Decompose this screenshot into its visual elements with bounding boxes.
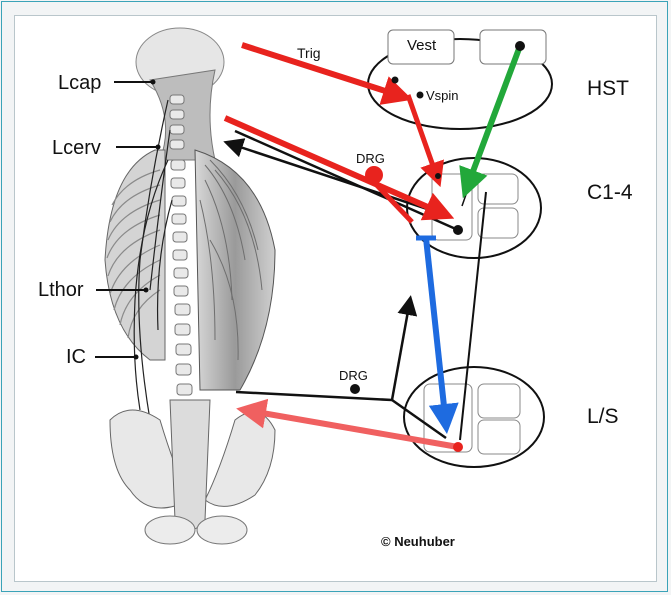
ls-node	[453, 442, 463, 452]
label-hst: HST	[587, 77, 629, 100]
c14-small-node	[435, 173, 441, 179]
label-lcerv: Lcerv	[52, 137, 101, 159]
label-ic: IC	[66, 346, 86, 368]
black-efferent-lcerv	[228, 143, 430, 210]
red-vspin-path	[408, 95, 438, 180]
c14-node	[453, 225, 463, 235]
drg-lower-node	[350, 384, 360, 394]
label-c14: C1-4	[587, 181, 633, 204]
dot-lcerv	[156, 145, 161, 150]
label-trig: Trig	[297, 45, 321, 61]
black-afferent-lower	[236, 392, 392, 400]
label-vspin: Vspin	[426, 88, 459, 103]
vspin-node	[417, 92, 424, 99]
ls-box-bottom	[478, 420, 520, 454]
dot-ic	[134, 355, 139, 360]
drg-upper-node	[365, 166, 383, 184]
label-drg-upper: DRG	[356, 151, 385, 166]
anatomy-illustration	[105, 28, 275, 544]
label-lthor: Lthor	[38, 279, 84, 301]
green-vestibulospinal-path	[466, 46, 520, 190]
label-drg-lower: DRG	[339, 368, 368, 383]
label-lcap: Lcap	[58, 72, 101, 94]
trig-node	[392, 77, 399, 84]
black-ascending-branch	[392, 300, 410, 400]
dot-lcap	[151, 80, 156, 85]
ls-box-top	[478, 384, 520, 418]
c14-box-top	[478, 174, 518, 204]
vest-node	[515, 41, 525, 51]
label-vest: Vest	[407, 37, 437, 54]
dot-lthor	[144, 288, 149, 293]
red-trig-path	[242, 45, 404, 97]
copyright-text: © Neuhuber	[381, 534, 455, 549]
label-ls: L/S	[587, 405, 619, 428]
